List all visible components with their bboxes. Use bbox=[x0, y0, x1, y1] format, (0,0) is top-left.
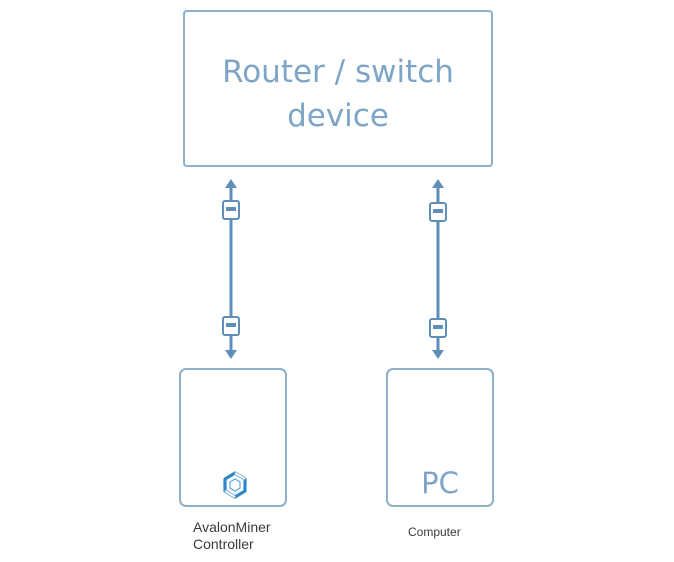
controller-caption: AvalonMiner Controller bbox=[193, 519, 313, 553]
router-switch-node: Router / switch device bbox=[183, 10, 493, 167]
pc-node: PC bbox=[386, 368, 494, 507]
router-label: Router / switch device bbox=[185, 50, 491, 138]
ethernet-cable-pc bbox=[429, 179, 447, 359]
pc-label: PC bbox=[421, 466, 459, 500]
controller-caption-line1: AvalonMiner bbox=[193, 519, 271, 535]
pc-caption: Computer bbox=[408, 525, 461, 539]
arrow-up-icon bbox=[225, 179, 237, 188]
avalonminer-controller-node bbox=[179, 368, 287, 507]
controller-caption-line2: Controller bbox=[193, 536, 254, 552]
ethernet-cable-controller bbox=[222, 179, 240, 359]
arrow-up-icon bbox=[432, 179, 444, 188]
cable-connector-icon bbox=[222, 316, 240, 336]
router-label-line1: Router / switch bbox=[222, 54, 454, 90]
arrow-down-icon bbox=[225, 350, 237, 359]
router-label-line2: device bbox=[287, 98, 389, 134]
cable-connector-icon bbox=[429, 318, 447, 338]
cable-connector-icon bbox=[429, 202, 447, 222]
arrow-down-icon bbox=[432, 350, 444, 359]
avalon-logo-icon bbox=[223, 471, 247, 499]
cable-connector-icon bbox=[222, 200, 240, 220]
